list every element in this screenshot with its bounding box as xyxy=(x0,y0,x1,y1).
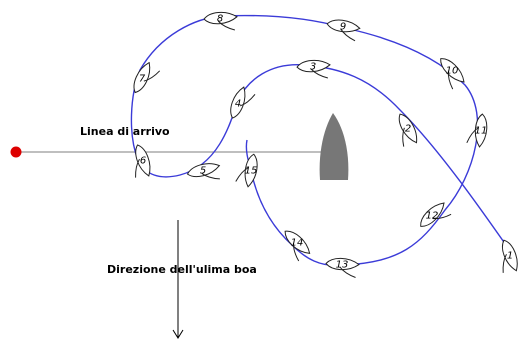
boat-1: 1 xyxy=(502,239,518,273)
boat-sail-icon xyxy=(310,68,328,79)
arrow-head-icon xyxy=(172,329,184,339)
boat-sail-icon xyxy=(432,213,452,220)
boat-number-label: 4 xyxy=(235,99,241,110)
last-mark-direction-label: Direzione dell'ulima boa xyxy=(107,263,257,276)
boat-number-label: 5 xyxy=(200,166,206,177)
boat-sail-icon xyxy=(466,127,479,144)
pin-mark-buoy xyxy=(10,146,22,158)
boat-sail-icon xyxy=(143,70,161,82)
boat-3: 3 xyxy=(296,59,331,79)
boat-sail-icon xyxy=(339,266,356,278)
boat-sail-icon xyxy=(447,70,454,90)
boat-sail-icon xyxy=(239,93,256,107)
boat-hull-icon xyxy=(230,86,246,119)
boat-hull-icon xyxy=(474,113,488,148)
boat-2: 2 xyxy=(398,113,418,147)
boat-number-label: 9 xyxy=(340,22,346,33)
boat-hull-icon xyxy=(296,59,331,73)
boat-hull-icon xyxy=(284,230,311,254)
boat-number-label: 6 xyxy=(140,156,146,167)
boat-hull-icon xyxy=(325,257,360,271)
boat-14: 14 xyxy=(284,230,311,262)
boat-8: 8 xyxy=(203,11,238,31)
boat-hull-icon xyxy=(398,113,418,144)
boat-number-label: 1 xyxy=(507,251,513,262)
boat-number-label: 11 xyxy=(475,126,488,137)
committee-boat xyxy=(319,113,349,180)
boat-number-label: 10 xyxy=(446,66,459,77)
boat-sail-icon xyxy=(402,127,405,147)
boat-number-label: 2 xyxy=(405,124,411,135)
boat-4: 4 xyxy=(230,86,256,119)
boat-6: 6 xyxy=(135,144,151,178)
boat-sail-icon xyxy=(292,242,300,262)
boat-7: 7 xyxy=(133,61,161,94)
boat-15: 15 xyxy=(235,153,258,188)
boat-sail-icon xyxy=(135,158,140,178)
finish-line-label: Linea di arrivo xyxy=(80,125,170,138)
boat-13: 13 xyxy=(325,257,360,278)
boat-hull-icon xyxy=(502,239,518,272)
boat-hull-icon xyxy=(326,19,361,33)
boat-11: 11 xyxy=(466,113,488,148)
boat-sail-icon xyxy=(502,254,507,273)
boat-hull-icon xyxy=(186,163,221,178)
boat-hull-icon xyxy=(244,153,258,188)
boat-10: 10 xyxy=(440,58,465,90)
boat-sail-icon xyxy=(340,28,356,42)
boat-hull-icon xyxy=(420,202,445,227)
boat-number-label: 15 xyxy=(245,166,258,177)
boat-hull-icon xyxy=(135,144,151,177)
boat-9: 9 xyxy=(326,19,361,42)
boat-number-label: 7 xyxy=(139,74,146,85)
boat-sail-icon xyxy=(201,173,220,180)
boat-12: 12 xyxy=(420,202,452,227)
boat-5: 5 xyxy=(186,163,221,180)
boat-number-label: 14 xyxy=(291,238,304,249)
boat-number-label: 3 xyxy=(310,62,316,73)
boat-hull-icon xyxy=(133,61,151,94)
boat-sail-icon xyxy=(235,167,249,182)
boat-number-label: 13 xyxy=(336,260,349,271)
boat-sail-icon xyxy=(217,20,235,31)
boat-number-label: 12 xyxy=(426,211,439,222)
boat-number-label: 8 xyxy=(217,14,223,25)
boat-hull-icon xyxy=(203,11,238,25)
boat-hull-icon xyxy=(440,58,465,83)
